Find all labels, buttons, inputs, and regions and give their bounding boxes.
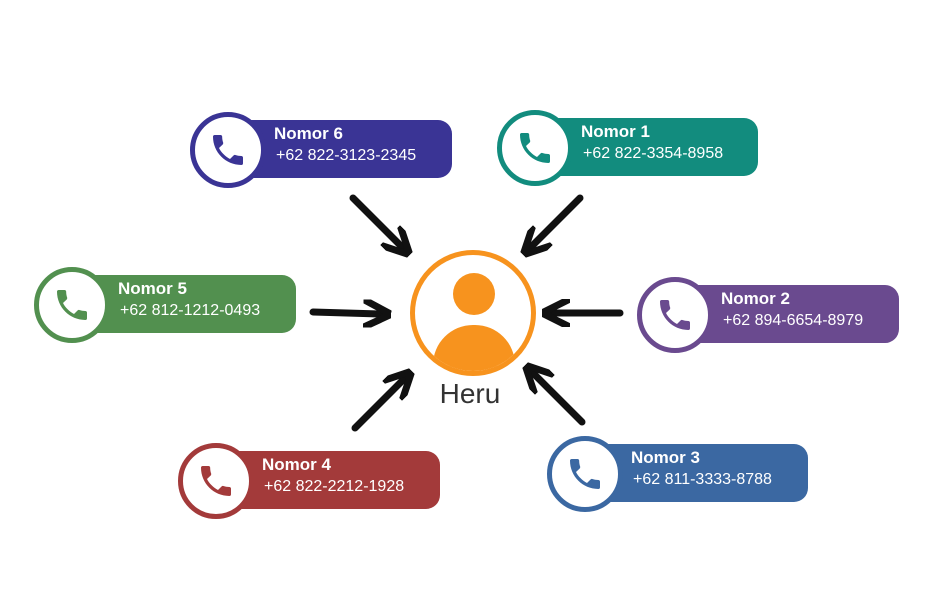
contact-card-nomor-1: Nomor 1 +62 822-3354-8958 (497, 110, 758, 186)
contact-label: Nomor 4 (262, 455, 331, 474)
contact-label: Nomor 6 (274, 124, 343, 143)
contact-card-nomor-4: Nomor 4 +62 822-2212-1928 (178, 443, 440, 519)
contact-label: Nomor 2 (721, 289, 790, 308)
phone-icon (497, 110, 573, 186)
phone-icon (547, 436, 623, 512)
contact-number: +62 811-3333-8788 (633, 471, 772, 488)
center-avatar (410, 250, 536, 376)
contact-number: +62 812-1212-0493 (120, 302, 261, 319)
arrow-from-nomor-6 (349, 194, 402, 247)
contact-label: Nomor 1 (581, 122, 650, 141)
contact-card-nomor-3: Nomor 3 +62 811-3333-8788 (547, 436, 808, 512)
contact-number: +62 822-3354-8958 (583, 145, 724, 162)
contact-number: +62 822-2212-1928 (264, 478, 405, 495)
contact-number: +62 822-3123-2345 (276, 147, 417, 164)
arrow-from-nomor-1 (531, 194, 584, 247)
phone-icon (637, 277, 713, 353)
phone-icon (190, 112, 266, 188)
avatar-body (433, 325, 515, 371)
contact-label: Nomor 5 (118, 279, 187, 298)
contact-card-nomor-5: Nomor 5 +62 812-1212-0493 (34, 267, 296, 343)
contact-card-nomor-2: Nomor 2 +62 894-6654-8979 (637, 277, 899, 353)
contact-card-nomor-6: Nomor 6 +62 822-3123-2345 (190, 112, 452, 188)
arrow-from-nomor-4 (351, 379, 404, 432)
phone-icon (178, 443, 254, 519)
contact-label: Nomor 3 (631, 448, 700, 467)
avatar-head (453, 273, 495, 315)
phone-icon (34, 267, 110, 343)
contact-number: +62 894-6654-8979 (723, 312, 864, 329)
arrow-from-nomor-5 (309, 312, 380, 314)
arrow-from-nomor-3 (533, 373, 586, 426)
center-name: Heru (439, 378, 501, 409)
